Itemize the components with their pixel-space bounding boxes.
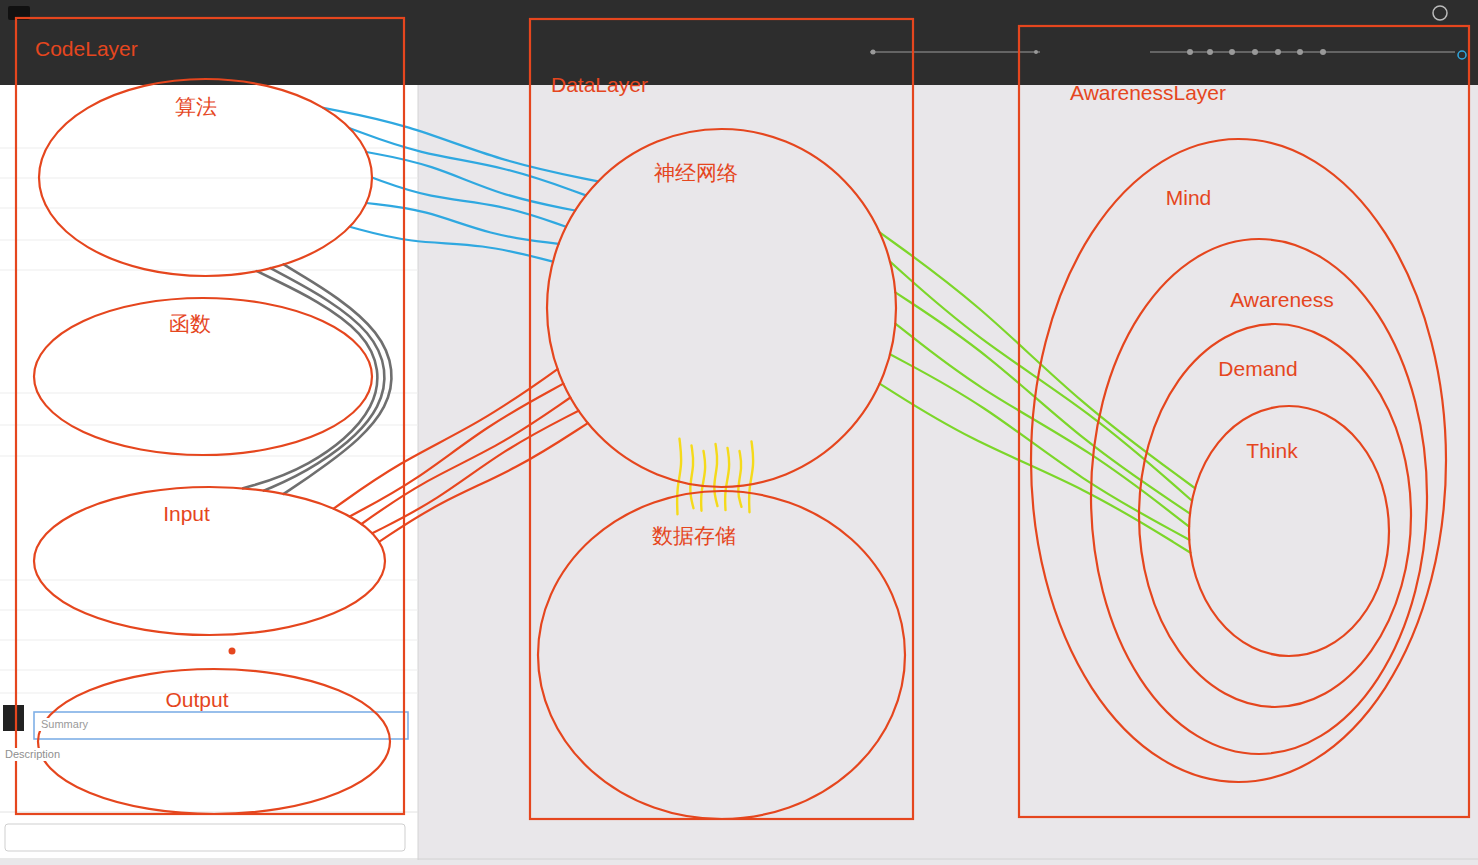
module-label: Output (165, 688, 228, 712)
connector-stroke (738, 451, 741, 507)
layer-outline (530, 19, 913, 819)
connector-stroke (379, 423, 588, 542)
summary-field (34, 712, 408, 739)
ring-ellipse: MindAwarenessDemandThink (1030, 138, 1447, 783)
layer-outline (529, 18, 914, 820)
module-label: 算法 (175, 95, 217, 119)
layer-outline (16, 18, 404, 814)
connector-stroke (714, 444, 717, 506)
module-ellipse: 算法 (38, 78, 373, 277)
module-circle: 神经网络 (546, 128, 897, 488)
layer-box: CodeLayer 算法函数 InputOutput (15, 17, 405, 815)
connector-stroke (323, 108, 598, 182)
module-label: 神经网络 (654, 161, 738, 185)
field-label: Description (3, 748, 62, 761)
connector-stroke (361, 398, 570, 525)
connector (334, 369, 588, 542)
connector-stroke (264, 268, 385, 490)
ring-ellipse: DemandThink (1138, 323, 1412, 708)
form-divider (0, 812, 418, 813)
connector-stroke (372, 178, 566, 227)
ellipse-outline (1091, 239, 1427, 754)
connector (677, 439, 753, 515)
ellipse-outline (547, 129, 896, 487)
layer-outline (1018, 25, 1470, 818)
connector-stroke (350, 128, 586, 195)
ellipse-outline (1031, 139, 1446, 782)
ring-label: Mind (1166, 186, 1212, 210)
ellipse-outline (1138, 323, 1412, 708)
ellipse-outline (538, 491, 905, 819)
module-ellipse: 函数 (33, 297, 373, 456)
timeline (870, 49, 1466, 59)
connector-stroke (350, 227, 553, 262)
ellipse-outline (1139, 324, 1411, 707)
ink-dot (229, 648, 236, 655)
connector-stroke (890, 262, 1192, 501)
ring-ellipse: Think (1188, 405, 1390, 657)
field-placeholder: Summary (39, 718, 90, 731)
window-icon (1433, 6, 1447, 20)
connector (323, 108, 598, 262)
connector (880, 232, 1195, 552)
module-label: Input (163, 502, 210, 526)
connector-stroke (725, 448, 729, 510)
connector-stroke (890, 354, 1189, 539)
connector-stroke (690, 445, 693, 508)
avatar (3, 705, 24, 731)
module-circle: 数据存储 (537, 490, 906, 820)
connector-stroke (284, 264, 392, 493)
ellipse-outline (34, 298, 372, 455)
layer-box: DataLayer 神经网络数据存储 (529, 18, 914, 820)
ellipse-outline (1189, 406, 1389, 656)
layer-box: AwarenessLayerMindAwarenessDemandThink (1018, 25, 1470, 818)
connector-stroke (895, 292, 1190, 513)
module-ellipse: Input (33, 486, 386, 636)
ring-label: Awareness (1230, 288, 1334, 312)
ring-label: Think (1246, 439, 1297, 463)
layer-title: DataLayer (551, 73, 648, 97)
ring-label: Demand (1218, 357, 1297, 381)
connector-stroke (701, 451, 705, 511)
module-label: 数据存储 (652, 524, 736, 548)
commit-button (5, 824, 405, 851)
ellipse-outline (34, 487, 385, 635)
connector-stroke (749, 441, 753, 512)
window-bottom (0, 859, 1478, 860)
ellipse-outline (38, 669, 390, 814)
list-rows (0, 148, 418, 693)
module-label: 函数 (169, 312, 211, 336)
side-panel (0, 85, 418, 860)
layer-outline (1019, 26, 1469, 817)
connector (243, 264, 392, 493)
ellipse-outline (39, 79, 372, 276)
ring-ellipse: AwarenessDemandThink (1090, 238, 1428, 755)
layer-title: AwarenessLayer (1070, 81, 1226, 105)
panel-divider (418, 85, 419, 860)
title-bar (0, 0, 1478, 85)
layer-title: CodeLayer (35, 37, 138, 61)
module-ellipse: Output (37, 668, 391, 815)
connector-stroke (677, 439, 681, 515)
